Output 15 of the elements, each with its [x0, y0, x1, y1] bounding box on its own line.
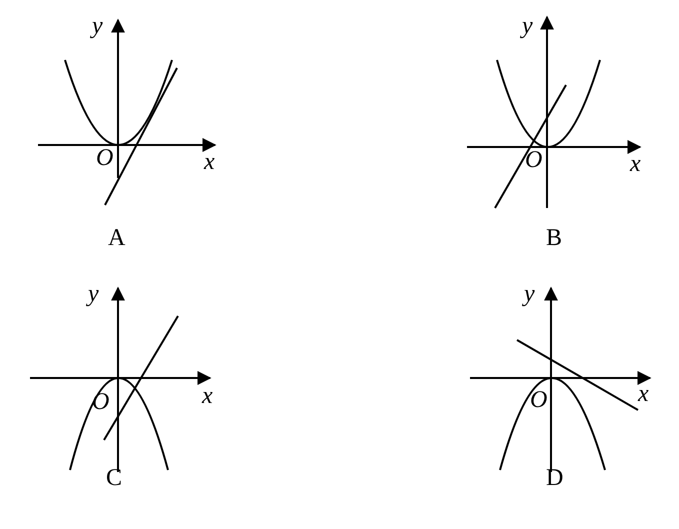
- origin-label: O: [530, 388, 548, 412]
- origin-label: O: [525, 148, 542, 172]
- origin-label: O: [96, 146, 114, 170]
- axis-label: x: [630, 152, 641, 176]
- axis-label: x: [638, 382, 649, 406]
- axis-label: y: [88, 282, 99, 306]
- axis-label: y: [524, 282, 535, 306]
- axis-label: x: [202, 384, 213, 408]
- axis-label: x: [204, 150, 215, 174]
- option-label: C: [106, 466, 122, 490]
- option-label: D: [546, 466, 564, 490]
- axis-label: y: [522, 14, 533, 38]
- option-label: A: [108, 226, 126, 250]
- axis-label: y: [92, 14, 103, 38]
- option-label: B: [546, 226, 562, 250]
